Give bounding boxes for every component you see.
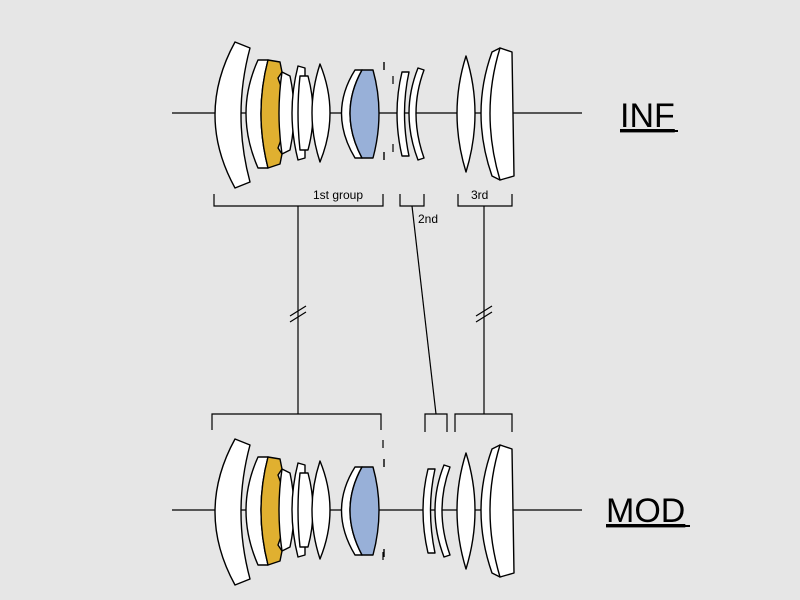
bracket-second-group xyxy=(399,194,425,207)
state-label-inf: INF xyxy=(620,97,675,135)
second-group-track xyxy=(411,205,437,415)
first-group-track-break xyxy=(289,305,307,317)
first-group-track-break xyxy=(289,311,307,323)
group-label-third: 3rd xyxy=(471,188,488,202)
first-group-mod xyxy=(214,438,385,586)
group-label-first: 1st group xyxy=(313,188,363,202)
third-group-inf xyxy=(456,47,515,181)
third-group-mod xyxy=(456,444,515,578)
group-label-second: 2nd xyxy=(418,212,438,226)
bracket-second-group-mod xyxy=(424,413,448,432)
bracket-first-group-mod xyxy=(211,413,382,430)
group-movement-lines xyxy=(289,205,493,415)
inf-configuration: 1st group 2nd 3rd INF xyxy=(172,41,678,226)
state-label-mod: MOD xyxy=(606,492,685,530)
bracket-third-group-mod xyxy=(454,413,513,432)
third-group-track-break xyxy=(475,311,493,323)
bracket-third-group xyxy=(457,194,513,207)
second-group-inf xyxy=(396,67,425,161)
mod-configuration: MOD xyxy=(172,413,690,586)
first-group-inf xyxy=(214,41,385,189)
third-group-track-break xyxy=(475,305,493,317)
second-group-mod xyxy=(422,464,451,558)
